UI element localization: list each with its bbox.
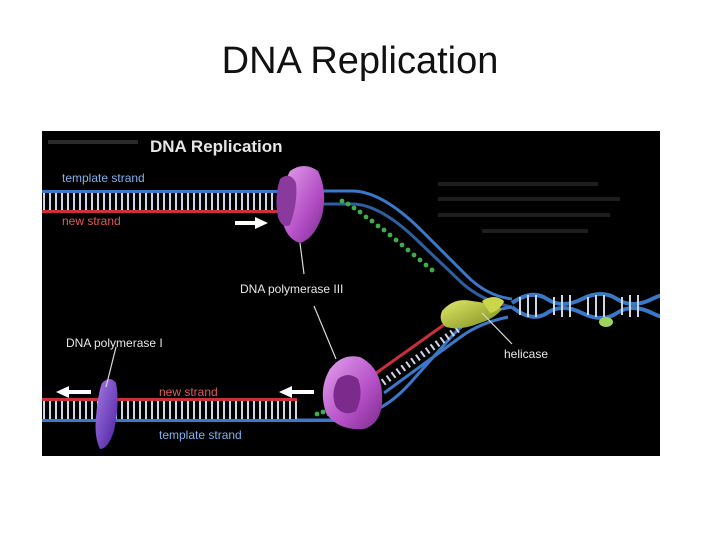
pointer-line-pol1	[105, 346, 117, 388]
label-template-strand-bottom: template strand	[159, 428, 242, 442]
dna-polymerase-i	[95, 379, 118, 449]
parent-double-helix	[510, 292, 660, 327]
arrow-right-icon	[235, 217, 268, 229]
helicase-protein	[440, 297, 504, 329]
label-new-strand-bottom: new strand	[159, 385, 218, 399]
label-dna-polymerase-iii: DNA polymerase III	[240, 282, 343, 296]
pointer-line-pol3-bottom	[313, 305, 337, 360]
label-dna-polymerase-i: DNA polymerase I	[66, 336, 163, 350]
dna-polymerase-iii-top	[276, 166, 325, 243]
arrow-left-icon	[279, 386, 314, 398]
dna-replication-figure: DNA Replication	[42, 131, 660, 456]
label-template-strand-top: template strand	[62, 171, 145, 185]
leading-strand-new	[42, 202, 282, 213]
label-helicase: helicase	[504, 347, 548, 361]
pointer-line-helicase	[481, 312, 513, 345]
faint-text-block	[438, 182, 620, 233]
pointer-line-pol3-top	[299, 242, 305, 275]
figure-title: DNA Replication	[150, 137, 283, 156]
header-faint-mark	[48, 140, 138, 144]
slide-title: DNA Replication	[221, 40, 499, 82]
dna-polymerase-iii-bottom	[322, 356, 383, 430]
rna-primer-top	[339, 198, 435, 273]
dna-replication-diagram: DNA Replication	[42, 137, 660, 449]
lagging-strand-new	[42, 398, 297, 410]
arrow-left-icon	[56, 386, 91, 398]
label-new-strand-top: new strand	[62, 214, 121, 228]
